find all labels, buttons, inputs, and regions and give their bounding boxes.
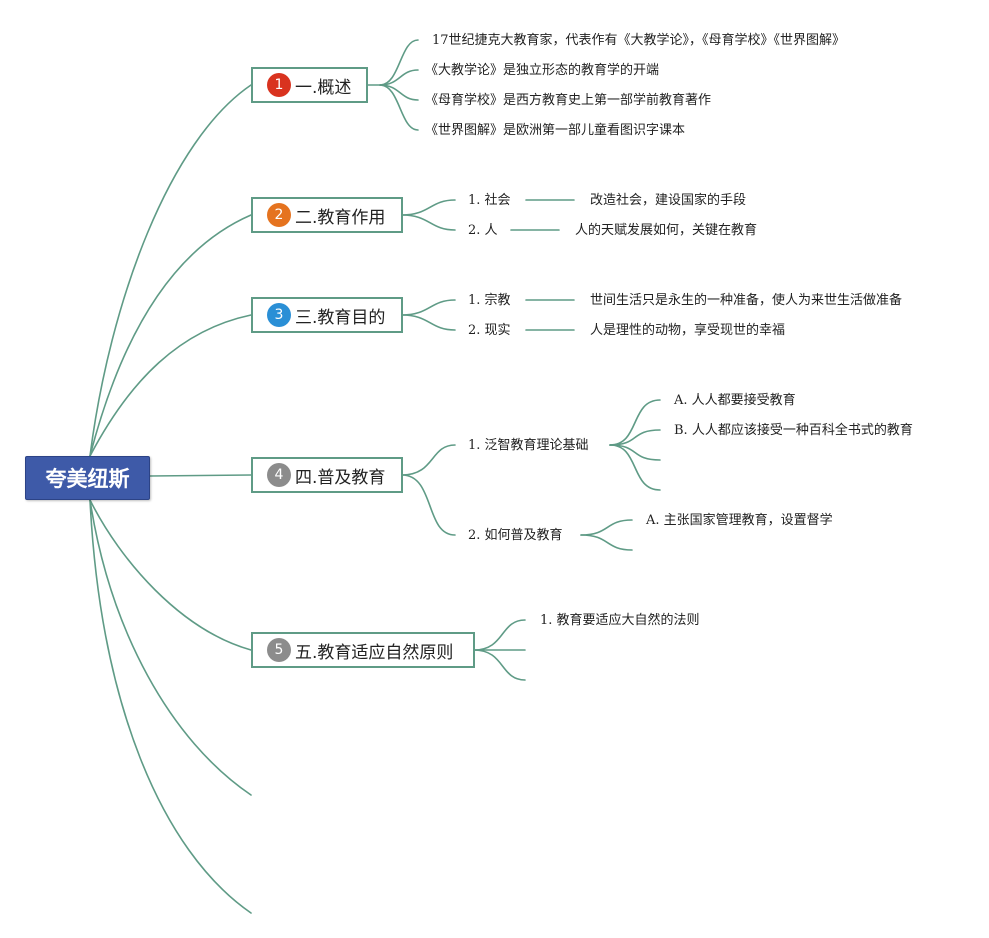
goal-item-detail[interactable]: 人是理性的动物，享受现世的幸福 bbox=[590, 323, 786, 338]
universal-sub2-item[interactable]: A. 主张国家管理教育，设置督学 bbox=[646, 513, 833, 528]
universal-sub-topic[interactable]: 1. 泛智教育理论基础 bbox=[468, 438, 589, 453]
branch-education-goal[interactable]: 3 三.教育目的 bbox=[251, 297, 403, 333]
branch-overview-label: 一.概述 bbox=[295, 77, 352, 98]
overview-item[interactable]: 《母育学校》是西方教育史上第一部学前教育著作 bbox=[425, 93, 712, 108]
number-badge-4-icon: 4 bbox=[267, 463, 291, 487]
root-topic-label: 夸美纽斯 bbox=[45, 467, 130, 491]
branch-education-goal-label: 三.教育目的 bbox=[295, 307, 386, 328]
universal-sub-topic[interactable]: 2. 如何普及教育 bbox=[468, 528, 563, 543]
goal-item-label[interactable]: 2. 现实 bbox=[468, 323, 511, 338]
overview-item[interactable]: 《大教学论》是独立形态的教育学的开端 bbox=[425, 63, 660, 78]
branch-nature-principle[interactable]: 5 五.教育适应自然原则 bbox=[251, 632, 475, 668]
branch-education-role[interactable]: 2 二.教育作用 bbox=[251, 197, 403, 233]
universal-sub1-item[interactable]: A. 人人都要接受教育 bbox=[674, 393, 796, 408]
overview-item[interactable]: 《世界图解》是欧洲第一部儿童看图识字课本 bbox=[425, 123, 686, 138]
branch-universal-education-label: 四.普及教育 bbox=[295, 467, 386, 488]
goal-item-detail[interactable]: 世间生活只是永生的一种准备，使人为来世生活做准备 bbox=[590, 293, 903, 308]
role-item-detail[interactable]: 人的天赋发展如何，关键在教育 bbox=[575, 223, 758, 238]
branch-education-role-label: 二.教育作用 bbox=[295, 207, 386, 228]
root-topic[interactable]: 夸美纽斯 bbox=[25, 456, 150, 500]
overview-item[interactable]: 17世纪捷克大教育家，代表作有《大教学论》，《母育学校》《世界图解》 bbox=[432, 33, 846, 48]
role-item-label[interactable]: 1. 社会 bbox=[468, 193, 511, 208]
branch-universal-education[interactable]: 4 四.普及教育 bbox=[251, 457, 403, 493]
role-item-label[interactable]: 2. 人 bbox=[468, 223, 498, 238]
number-badge-1-icon: 1 bbox=[267, 73, 291, 97]
branch-overview[interactable]: 1 一.概述 bbox=[251, 67, 368, 103]
number-badge-5-icon: 5 bbox=[267, 638, 291, 662]
goal-item-label[interactable]: 1. 宗教 bbox=[468, 293, 511, 308]
branch-nature-principle-label: 五.教育适应自然原则 bbox=[295, 642, 454, 663]
universal-sub1-item[interactable]: B. 人人都应该接受一种百科全书式的教育 bbox=[674, 423, 913, 438]
number-badge-2-icon: 2 bbox=[267, 203, 291, 227]
number-badge-3-icon: 3 bbox=[267, 303, 291, 327]
nature-principle-item[interactable]: 1. 教育要适应大自然的法则 bbox=[540, 613, 700, 628]
role-item-detail[interactable]: 改造社会，建设国家的手段 bbox=[590, 193, 747, 208]
